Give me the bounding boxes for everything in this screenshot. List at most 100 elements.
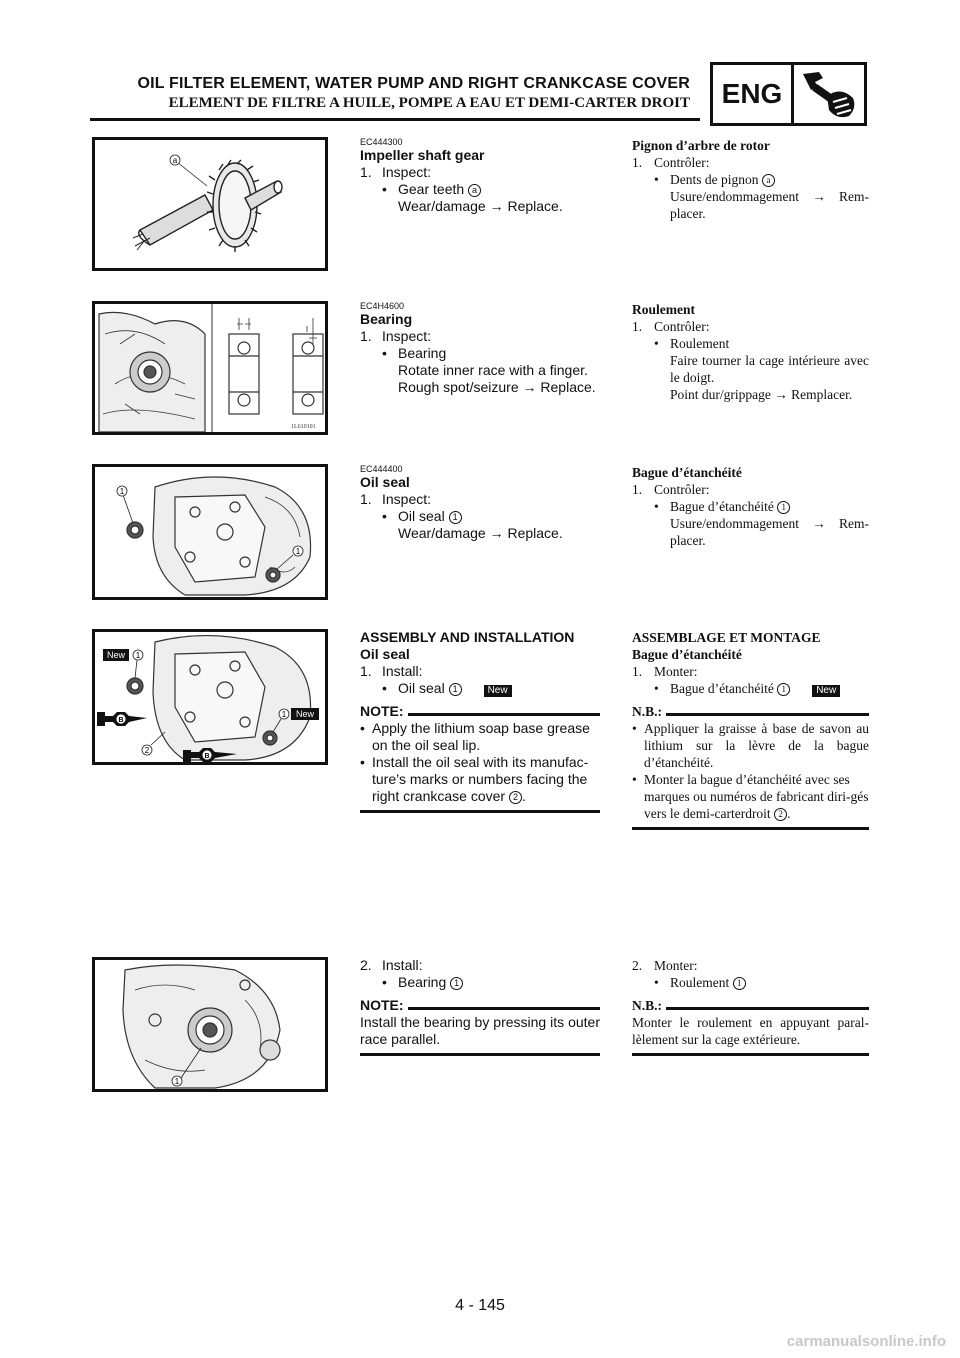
section-oil-seal-en: EC444400 Oil seal 1.Inspect: •Oil seal 1… — [360, 464, 600, 542]
figure-bearing: 1L610101 — [92, 301, 328, 435]
section-title-fr: Pignon d’arbre de rotor — [632, 138, 770, 153]
inspection-result-fr: Usure/endommagement → Rem-placer. — [670, 516, 869, 548]
figure-callout-label: 1 — [120, 487, 125, 496]
item-label: Bearing — [398, 345, 447, 361]
step-label: Inspect: — [382, 164, 432, 180]
step-label: Inspect: — [382, 491, 432, 507]
language-badge: ENG — [710, 62, 867, 126]
inspection-text: Rotate inner race with a finger. — [398, 362, 588, 378]
inspection-result: Rough spot/seizure → Replace. — [398, 379, 596, 395]
figure-callout-label: 1 — [282, 710, 287, 719]
section-title: Oil seal — [360, 474, 410, 490]
step-number-fr: 1. — [632, 482, 643, 497]
figure-code: 1L610101 — [291, 424, 316, 430]
new-tag: New — [107, 650, 126, 660]
new-tag: New — [812, 685, 841, 697]
figure-oil-seal: 1 1 — [92, 464, 328, 600]
section-code: EC444400 — [360, 464, 403, 474]
section-title: Oil seal — [360, 646, 410, 662]
item-label-fr: Dents de pignon — [670, 172, 759, 187]
section-oil-seal-fr: Bague d’étanchéité 1.Contrôler: •Bague d… — [632, 465, 869, 548]
note-label-fr: N.B.: — [632, 704, 662, 719]
item-label: Oil seal — [398, 680, 445, 696]
step-number: 1. — [360, 491, 372, 507]
grease-applicator-icon: B — [97, 712, 147, 726]
section-heading: ASSEMBLY AND INSTALLATION — [360, 629, 575, 645]
note-text-fr: Monter le roulement en appuyant paral-lè… — [632, 1015, 869, 1047]
item-label-fr: Bague d’étanchéité — [670, 499, 774, 514]
step-label-fr: Contrôler: — [654, 155, 710, 170]
step-number-fr: 1. — [632, 664, 643, 679]
note-end-rule — [632, 827, 869, 830]
figure-oil-seal-install: New 1 1 New 2 B B — [92, 629, 328, 765]
note-header-fr: N.B.: — [632, 997, 869, 1014]
step-number-fr: 1. — [632, 155, 643, 170]
note-item: •Install the oil seal with its manufac-t… — [360, 754, 589, 804]
note-text-fr: Appliquer la graisse à base de savon au … — [644, 721, 869, 770]
item-label-fr: Roulement — [670, 336, 730, 351]
section-assembly-en: ASSEMBLY AND INSTALLATION Oil seal 1.Ins… — [360, 629, 600, 813]
step-number: 2. — [360, 957, 372, 973]
figure-callout-label: 1 — [175, 1077, 180, 1086]
item-label: Oil seal — [398, 508, 445, 524]
section-assembly-fr: ASSEMBLAGE ET MONTAGE Bague d’étanchéité… — [632, 629, 869, 830]
callout-mark: 1 — [732, 977, 746, 990]
callout-mark: a — [761, 174, 775, 187]
figure-callout-label: 2 — [145, 746, 150, 755]
step-number: 1. — [360, 164, 372, 180]
section-code: EC4H4600 — [360, 301, 405, 311]
note-header-fr: N.B.: — [632, 703, 869, 720]
note-item-fr: •Monter la bague d’étanchéité avec ses m… — [632, 772, 869, 821]
section-install-bearing-fr: 2.Monter: •Roulement 1 N.B.: Monter le r… — [632, 957, 869, 1056]
section-install-bearing-en: 2.Install: •Bearing 1 NOTE: Install the … — [360, 957, 600, 1056]
note-label-fr: N.B.: — [632, 998, 662, 1013]
section-title-fr: Roulement — [632, 302, 695, 317]
footer-watermark: carmanualsonline.info — [786, 1333, 946, 1350]
new-tag: New — [296, 709, 315, 719]
section-title-fr: Bague d’étanchéité — [632, 647, 742, 662]
wrench-hand-icon — [794, 65, 864, 123]
step-label-fr: Monter: — [654, 958, 698, 973]
section-bearing-en: EC4H4600 Bearing 1.Inspect: •Bearing Rot… — [360, 301, 600, 396]
step-label-fr: Contrôler: — [654, 482, 710, 497]
figure-bearing-install: 1 — [92, 957, 328, 1092]
inspection-result: Wear/damage → Replace. — [398, 198, 563, 214]
step-label-fr: Monter: — [654, 664, 698, 679]
note-header: NOTE: — [360, 703, 600, 720]
note-text: Apply the lithium soap base grease on th… — [372, 720, 590, 753]
step-label: Inspect: — [382, 328, 432, 344]
section-title: Bearing — [360, 311, 413, 327]
header-rule — [90, 118, 700, 121]
step-number-fr: 1. — [632, 319, 643, 334]
item-label: Gear teeth — [398, 181, 465, 197]
grease-applicator-icon: B — [183, 748, 237, 762]
callout-mark: 2 — [774, 808, 788, 821]
step-label: Install: — [382, 957, 423, 973]
language-label: ENG — [713, 65, 794, 123]
note-end-rule — [632, 1053, 869, 1056]
callout-mark: 1 — [777, 501, 791, 514]
new-tag: New — [483, 685, 512, 697]
item-label-fr: Bague d’étanchéité — [670, 681, 774, 696]
section-code: EC444300 — [360, 137, 403, 147]
inspection-result: Wear/damage → Replace. — [398, 525, 563, 541]
figure-callout-label: a — [173, 156, 178, 165]
callout-mark: 1 — [448, 683, 462, 696]
note-text-fr: Monter la bague d’étanchéité avec ses ma… — [644, 772, 869, 821]
figure-impeller-shaft-gear: a — [92, 137, 328, 271]
note-end-rule — [360, 1053, 600, 1056]
callout-mark: 1 — [777, 683, 791, 696]
section-heading-fr: ASSEMBLAGE ET MONTAGE — [632, 630, 821, 645]
note-item: •Apply the lithium soap base grease on t… — [360, 720, 600, 754]
step-number: 1. — [360, 328, 372, 344]
section-impeller-fr: Pignon d’arbre de rotor 1.Contrôler: •De… — [632, 138, 869, 221]
section-bearing-fr: Roulement 1.Contrôler: •Roulement Faire … — [632, 302, 869, 402]
step-label: Install: — [382, 663, 423, 679]
inspection-result-fr: Point dur/grippage → Remplacer. — [670, 387, 853, 402]
item-label: Bearing — [398, 974, 447, 990]
grease-label: B — [118, 717, 123, 724]
note-header: NOTE: — [360, 997, 600, 1014]
inspection-result-fr: Usure/endommagement → Rem-placer. — [670, 189, 869, 221]
note-text: Install the oil seal with its manufac-tu… — [372, 754, 589, 804]
page-number: 4 - 145 — [455, 1297, 505, 1314]
